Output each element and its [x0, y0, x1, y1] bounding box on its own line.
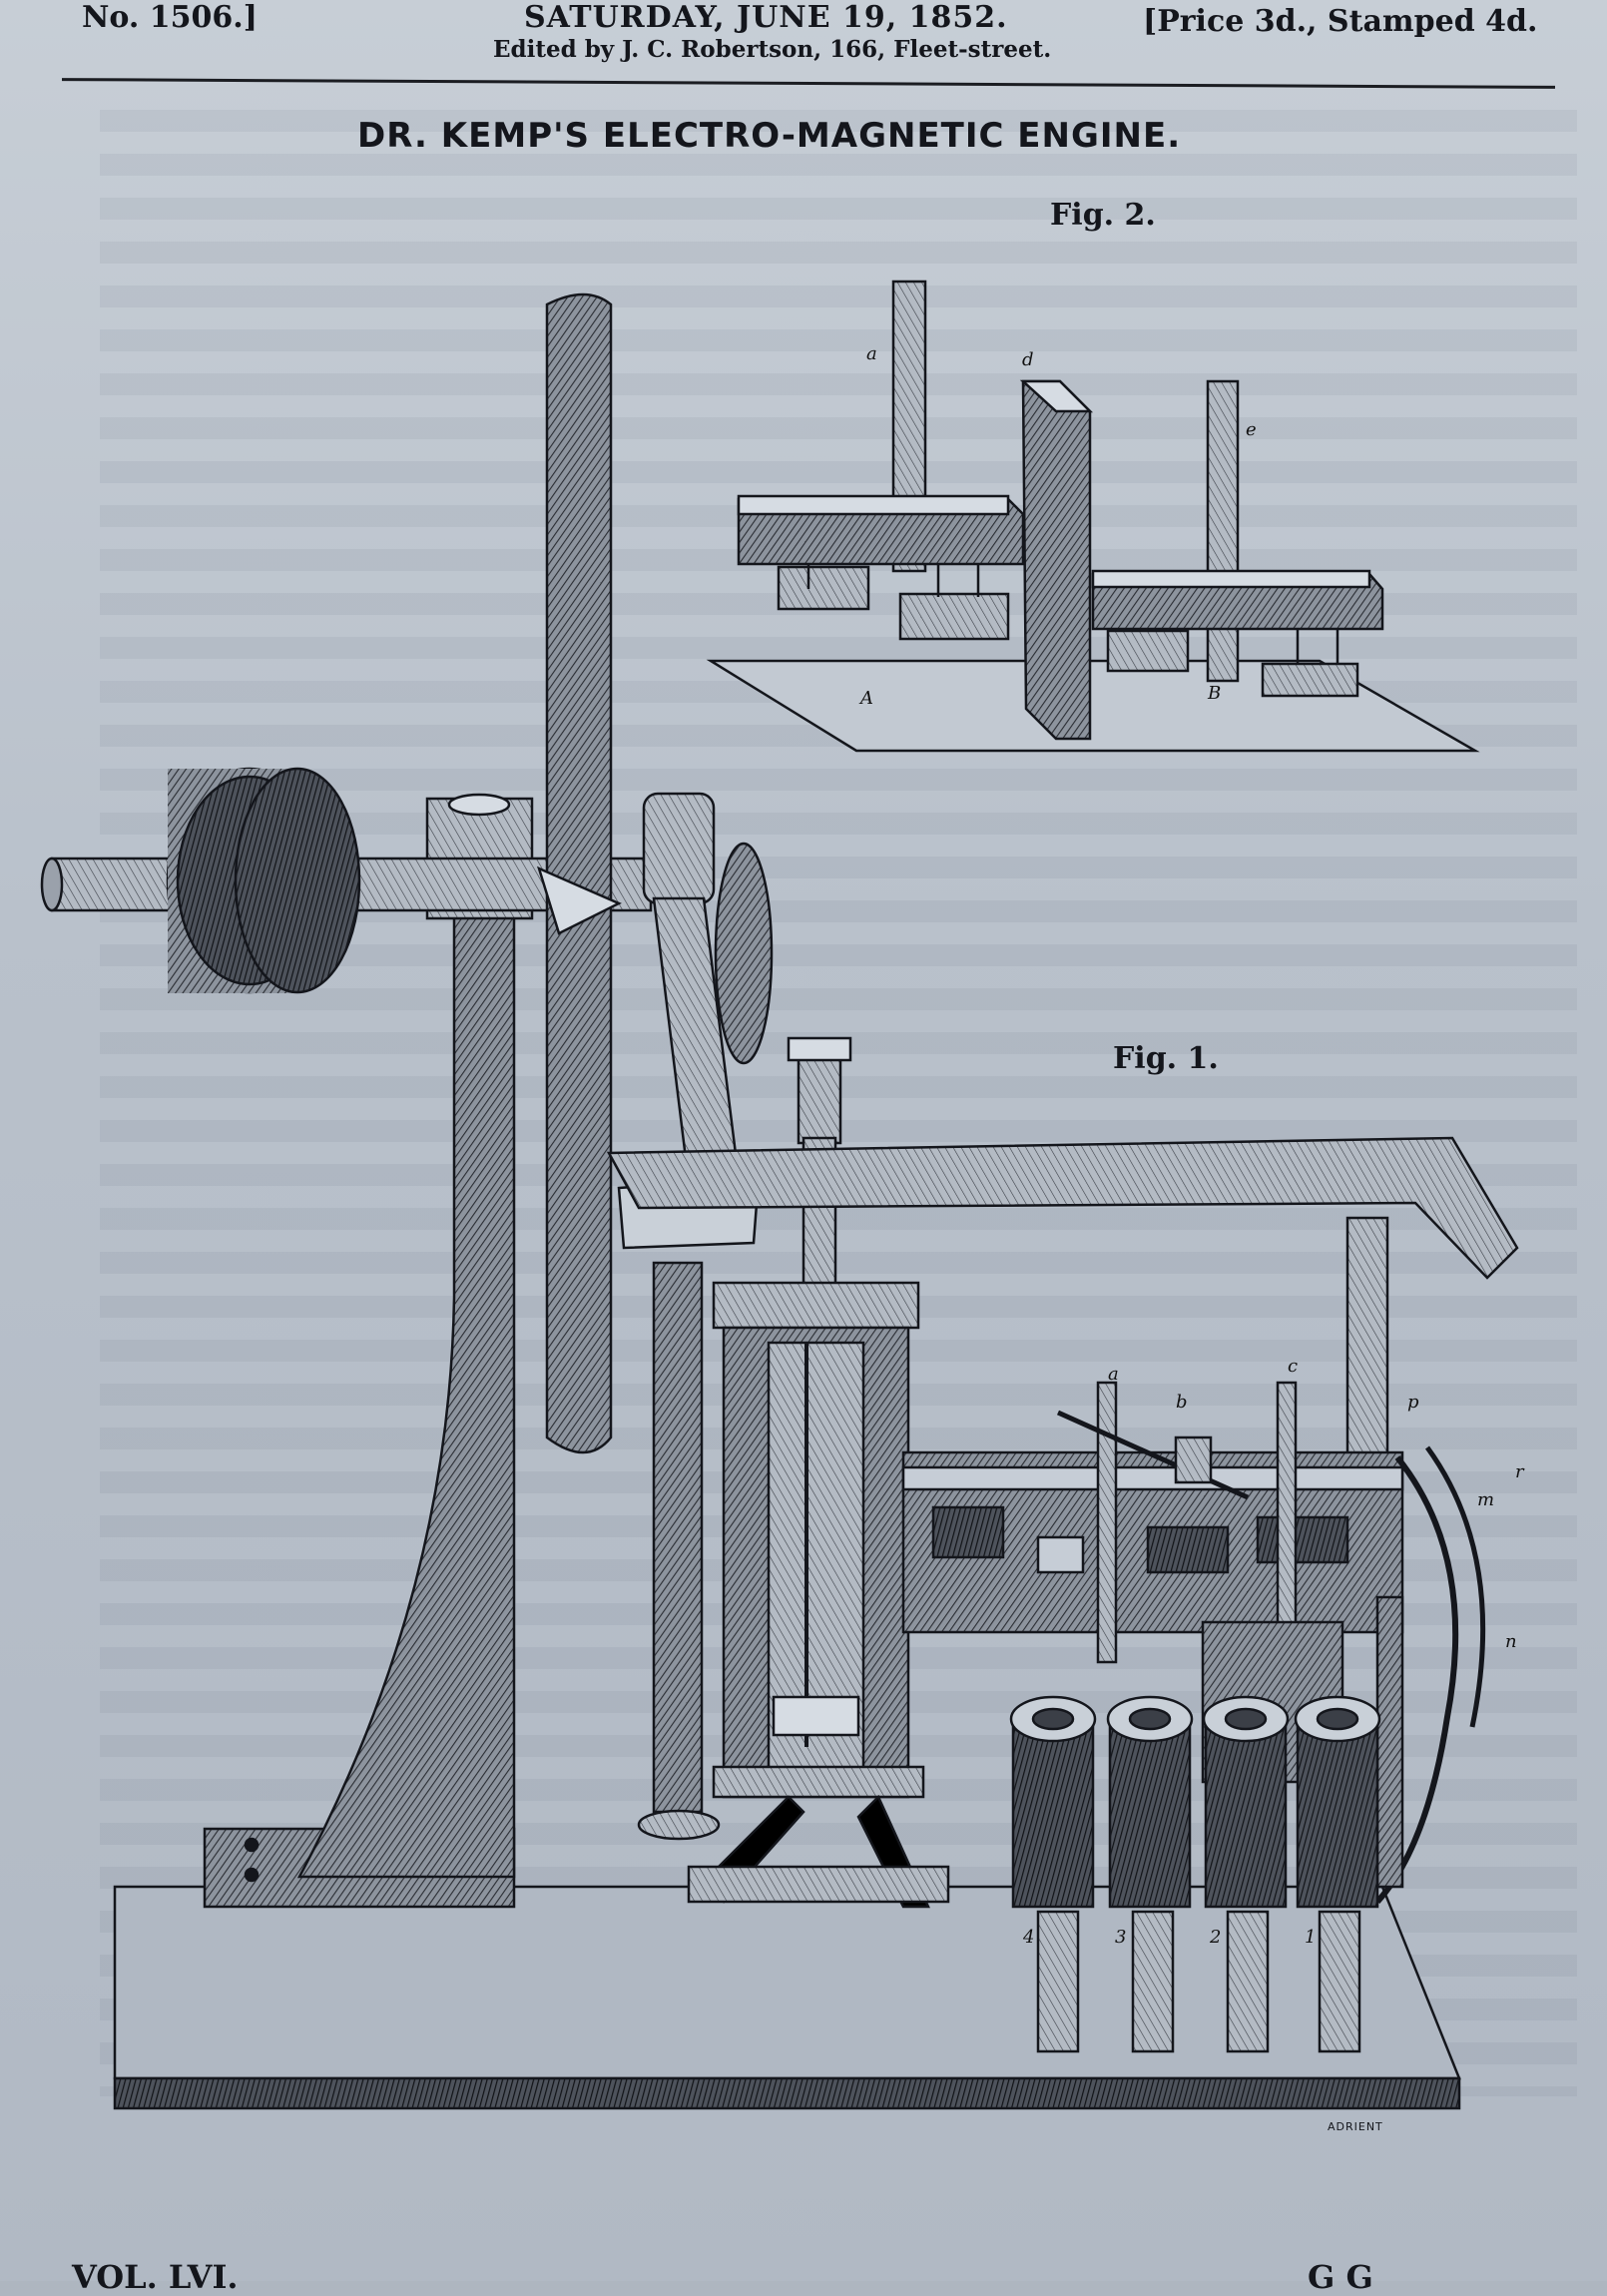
issue-date: SATURDAY, JUNE 19, 1852.: [524, 0, 1008, 35]
fig1-letter-r: r: [1515, 1461, 1525, 1482]
fig2-letter-A: A: [858, 688, 873, 709]
fig1-letter-4: 4: [1022, 1927, 1034, 1948]
coil-2: [1106, 1695, 1194, 2053]
coil-4: [1294, 1695, 1381, 2053]
fig1-letter-n: n: [1505, 1631, 1517, 1652]
issue-number: No. 1506.]: [82, 0, 258, 35]
fig2-letter-a: a: [866, 343, 877, 364]
editor-line: Edited by J. C. Robertson, 166, Fleet-st…: [493, 36, 1052, 63]
fig1-letter-1: 1: [1305, 1927, 1316, 1948]
signature-footer: G G: [1308, 2258, 1373, 2296]
fig1-letter-3: 3: [1115, 1927, 1126, 1948]
fig1-letter-2: 2: [1209, 1927, 1221, 1948]
fig2-letter-e: e: [1246, 419, 1257, 440]
article-title: DR. KEMP'S ELECTRO-MAGNETIC ENGINE.: [357, 116, 1182, 156]
figure-1-label: Fig. 1.: [1113, 1041, 1219, 1076]
fig1-letter-p: p: [1407, 1392, 1419, 1413]
fig2-letter-B: B: [1207, 683, 1221, 704]
fig1-letter-b: b: [1176, 1392, 1188, 1413]
fig2-letter-d: d: [1022, 349, 1034, 370]
coil-3: [1202, 1695, 1290, 2053]
fig1-letter-m: m: [1477, 1489, 1494, 1510]
figure-2-drawing: a d e A B: [706, 280, 1480, 753]
volume-footer: VOL. LVI.: [72, 2258, 239, 2296]
figure-1-drawing: a b c p r m n 4 3 2 1: [40, 292, 1525, 2110]
figure-2-label: Fig. 2.: [1050, 198, 1156, 233]
fig1-letter-a: a: [1108, 1364, 1119, 1385]
issue-price: [Price 3d., Stamped 4d.: [1143, 4, 1538, 39]
engraver-signature: ADRIENT: [1328, 2120, 1383, 2133]
fig1-letter-c: c: [1288, 1356, 1298, 1377]
coil-1: [1009, 1695, 1097, 2053]
